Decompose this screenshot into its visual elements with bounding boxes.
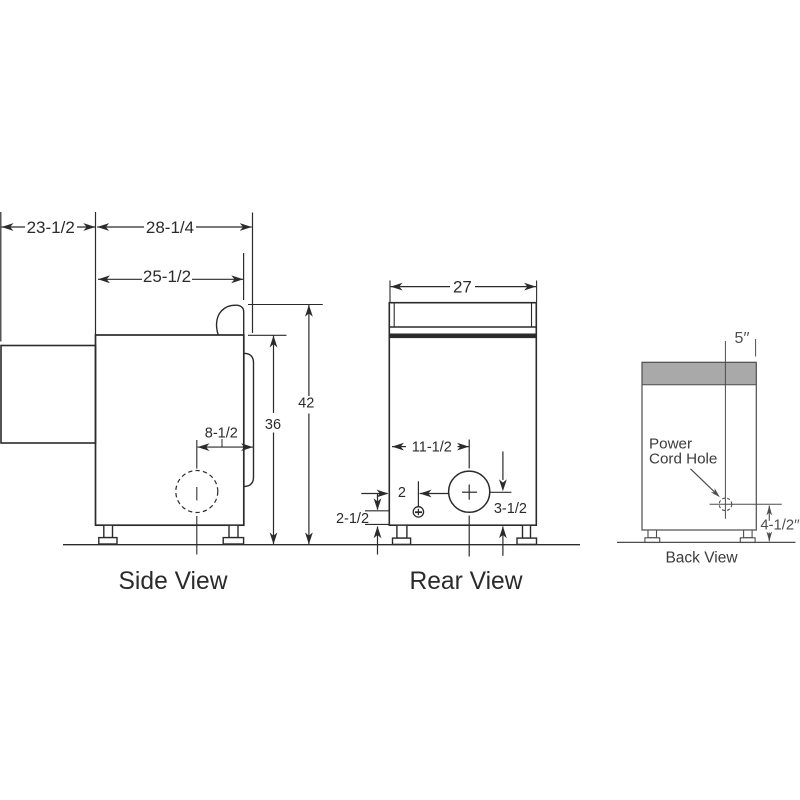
svg-text:8-1/2: 8-1/2 — [205, 426, 238, 442]
svg-text:23-1/2: 23-1/2 — [27, 218, 75, 237]
svg-text:Power: Power — [649, 436, 692, 453]
svg-text:28-1/4: 28-1/4 — [146, 218, 194, 237]
svg-text:42: 42 — [298, 396, 314, 412]
svg-text:25-1/2: 25-1/2 — [143, 267, 191, 286]
svg-text:Cord Hole: Cord Hole — [649, 451, 717, 468]
svg-text:27: 27 — [453, 277, 472, 296]
svg-text:Side View: Side View — [119, 568, 228, 595]
svg-text:Back View: Back View — [665, 549, 738, 566]
svg-text:2: 2 — [398, 485, 406, 501]
svg-text:2-1/2: 2-1/2 — [336, 511, 369, 527]
svg-text:5′′: 5′′ — [735, 330, 750, 347]
svg-text:11-1/2: 11-1/2 — [412, 439, 452, 455]
svg-text:3-1/2: 3-1/2 — [494, 501, 527, 517]
svg-text:Rear View: Rear View — [409, 568, 522, 595]
svg-text:4-1/2′′: 4-1/2′′ — [760, 518, 800, 534]
svg-text:36: 36 — [265, 417, 281, 433]
